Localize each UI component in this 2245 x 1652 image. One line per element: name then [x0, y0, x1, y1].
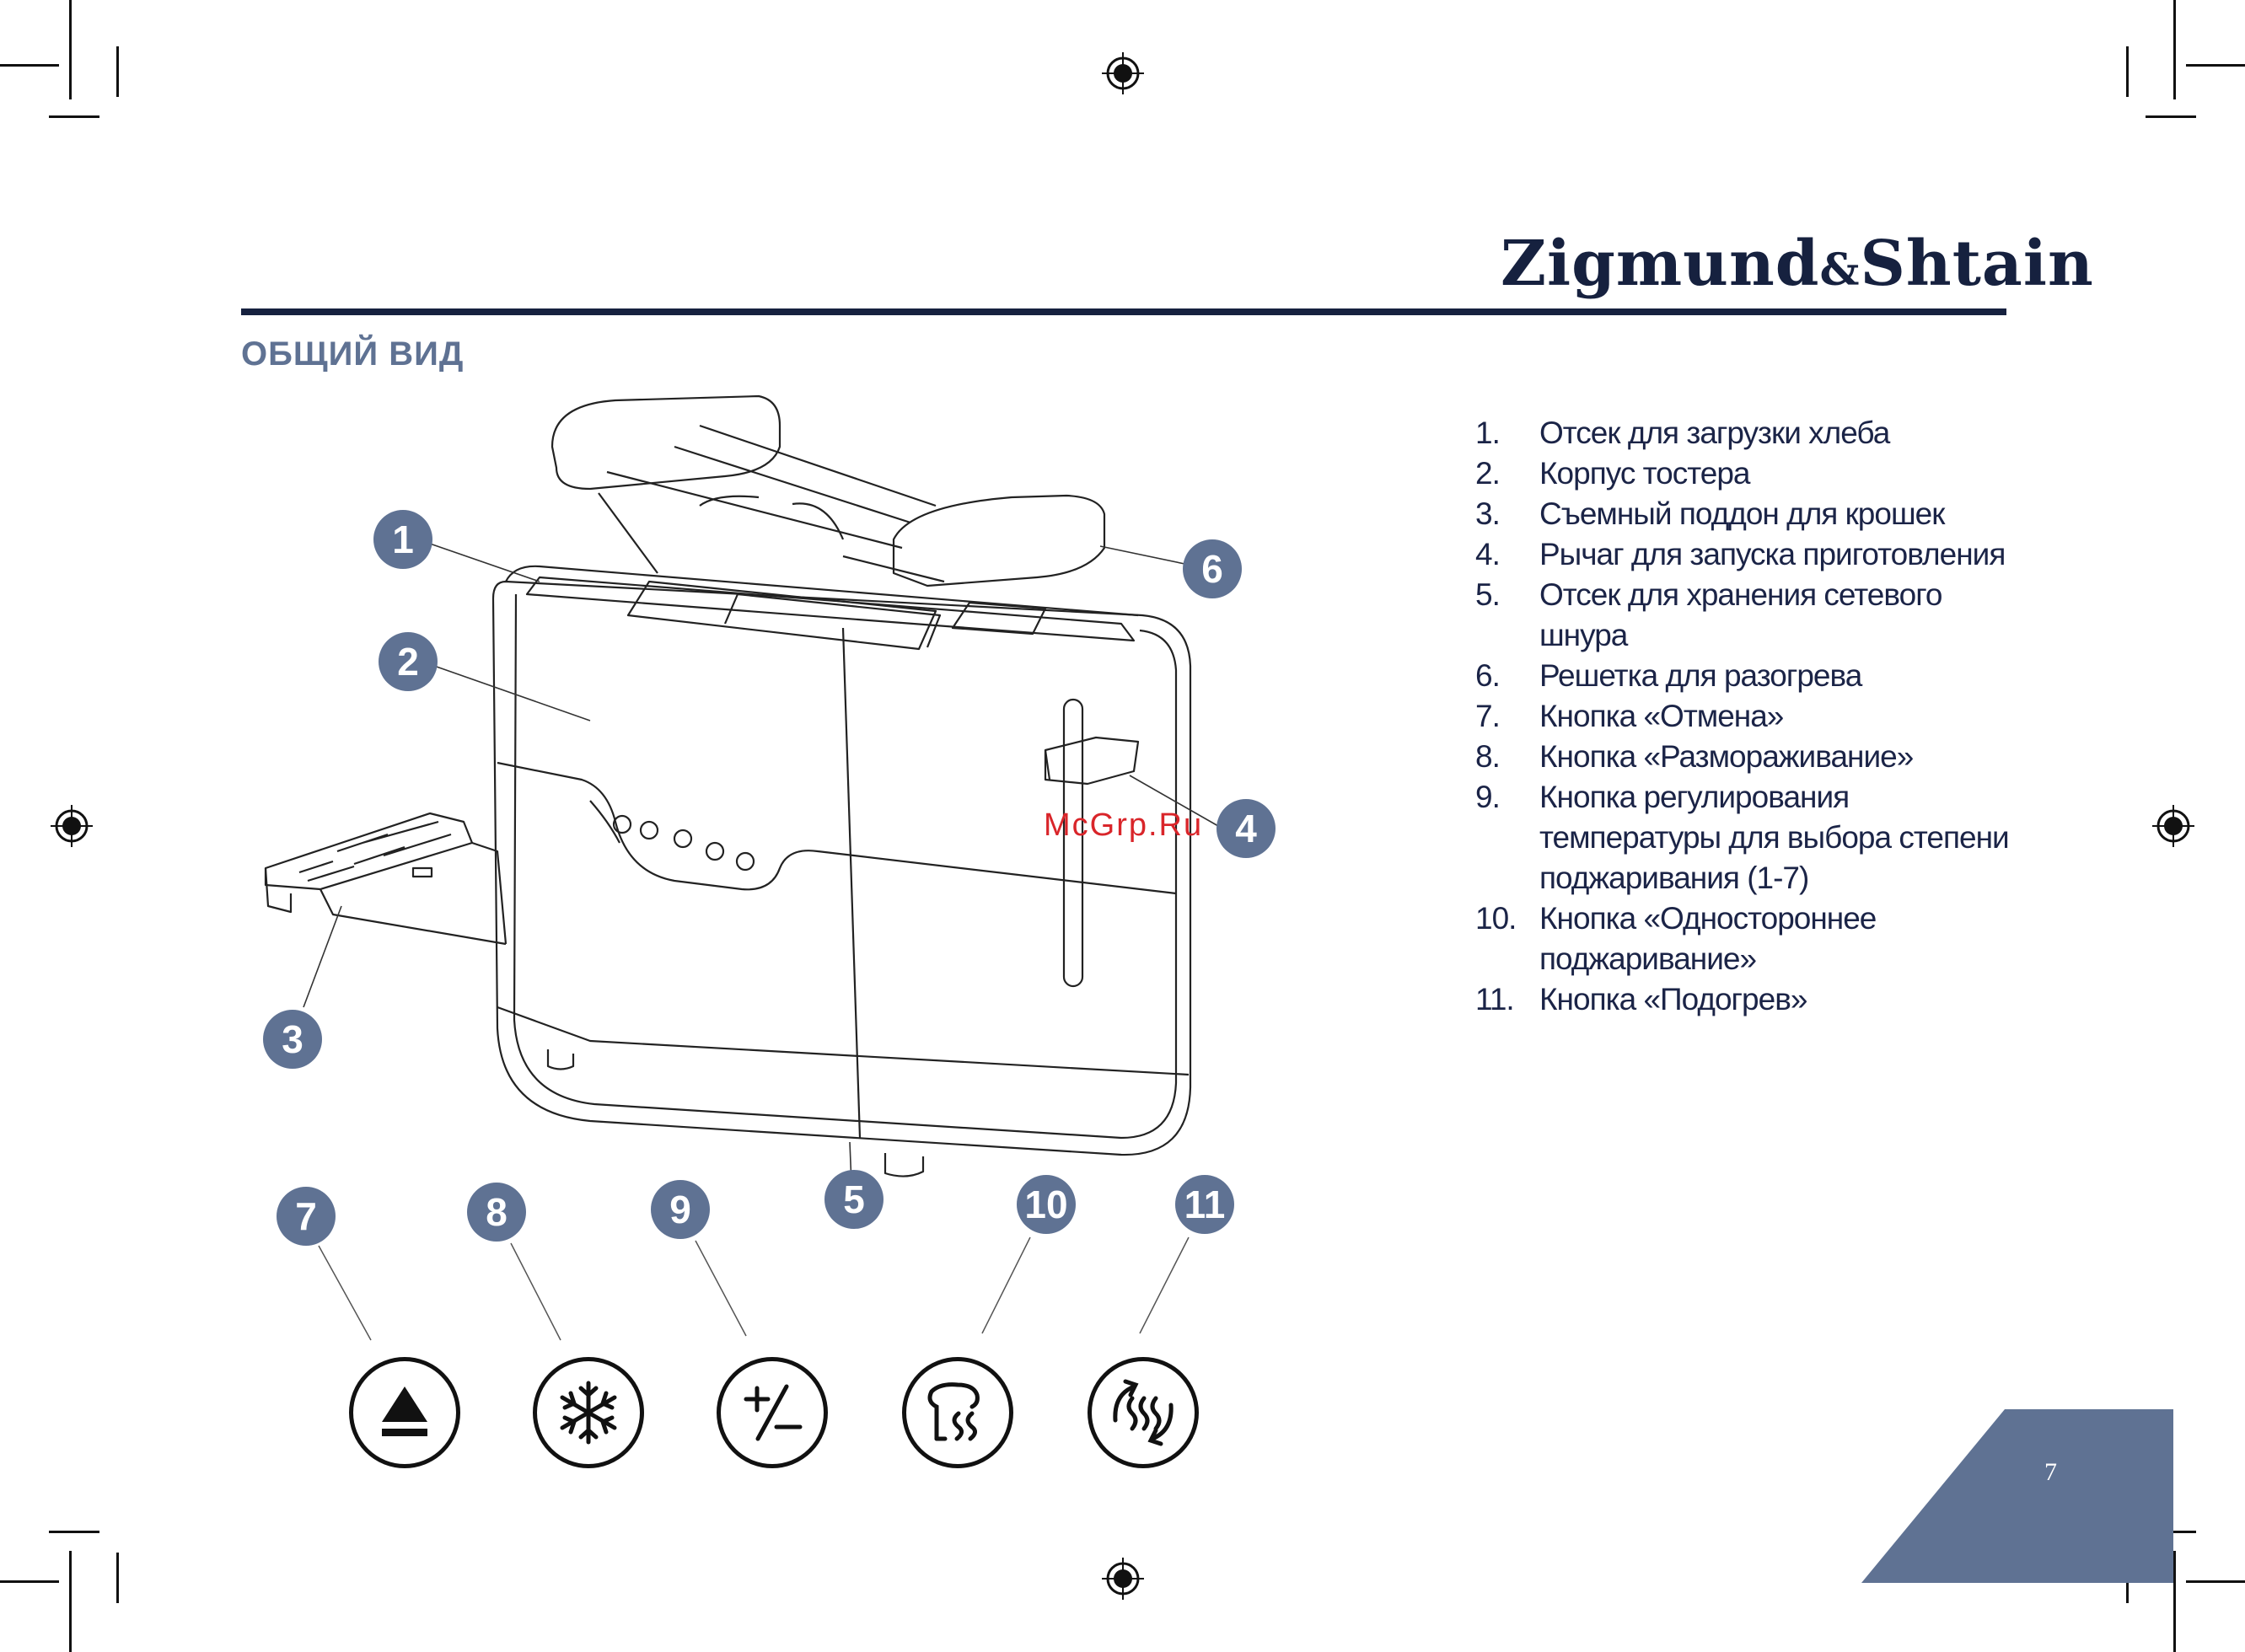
list-item: 8.Кнопка «Размораживание» — [1475, 739, 1914, 774]
crop-mark — [2173, 0, 2176, 99]
crop-mark — [2186, 1580, 2245, 1583]
brand-logo: Zigmund&Shtain — [1501, 228, 2093, 300]
registration-mark-icon — [51, 805, 93, 847]
list-item: 11.Кнопка «Подогрев» — [1475, 982, 1807, 1016]
brand-ampersand: & — [1819, 244, 1861, 296]
list-item: 9.Кнопка регулирования температуры для в… — [1475, 780, 2010, 895]
list-item: 7.Кнопка «Отмена» — [1475, 699, 1784, 733]
crop-mark — [116, 1553, 119, 1603]
crop-mark — [2146, 115, 2196, 118]
list-item: 10.Кнопка «Одностороннее поджаривание» — [1475, 901, 1877, 976]
list-item: 5.Отсек для хранения сетевого шнура — [1475, 577, 1942, 652]
registration-mark-icon — [1102, 1558, 1144, 1600]
reheat-icon — [1088, 1357, 1199, 1468]
callout-9: 9 — [651, 1180, 710, 1239]
callout-3: 3 — [263, 1010, 322, 1069]
registration-mark-icon — [1102, 52, 1144, 94]
crop-mark — [0, 1580, 59, 1583]
crop-mark — [116, 46, 119, 97]
brand-name-right: Shtain — [1860, 228, 2094, 300]
callout-5: 5 — [824, 1170, 883, 1229]
bread-icon — [902, 1357, 1013, 1468]
crop-mark — [49, 1531, 99, 1533]
list-item: 2.Корпус тостера — [1475, 456, 1750, 491]
callout-10: 10 — [1017, 1175, 1076, 1234]
crop-mark — [69, 0, 72, 99]
crop-mark — [69, 1551, 72, 1652]
list-item: 1.Отсек для загрузки хлеба — [1475, 416, 1890, 450]
watermark-text: McGrp.Ru — [1044, 807, 1204, 843]
crop-mark — [0, 64, 59, 67]
callout-4: 4 — [1216, 799, 1276, 858]
snowflake-icon — [533, 1357, 644, 1468]
list-item: 6.Решетка для разогрева — [1475, 658, 1862, 693]
callout-2: 2 — [379, 632, 438, 691]
callout-7: 7 — [277, 1187, 336, 1246]
registration-mark-icon — [2152, 805, 2194, 847]
toaster-illustration — [264, 394, 1219, 1185]
plus-minus-icon — [717, 1357, 828, 1468]
list-item: 4.Рычаг для запуска приготовления — [1475, 537, 2006, 571]
parts-legend: 1.Отсек для загрузки хлеба 2.Корпус тост… — [1475, 413, 2015, 1020]
callout-11: 11 — [1175, 1175, 1234, 1234]
page-corner-shape — [1861, 1409, 2173, 1583]
page-number: 7 — [2044, 1458, 2057, 1486]
crop-mark — [2186, 64, 2245, 67]
section-title: ОБЩИЙ ВИД — [241, 335, 465, 373]
crop-mark — [2126, 46, 2129, 97]
crop-mark — [2173, 1551, 2176, 1652]
callout-6: 6 — [1183, 539, 1242, 598]
header-rule — [241, 308, 2006, 315]
icon-leader-lines — [318, 1236, 1190, 1341]
crop-mark — [49, 115, 99, 118]
callout-1: 1 — [373, 510, 432, 569]
brand-name-left: Zigmund — [1501, 228, 1820, 300]
callout-8: 8 — [467, 1183, 526, 1242]
eject-icon — [349, 1357, 460, 1468]
list-item: 3.Съемный поддон для крошек — [1475, 496, 1945, 531]
